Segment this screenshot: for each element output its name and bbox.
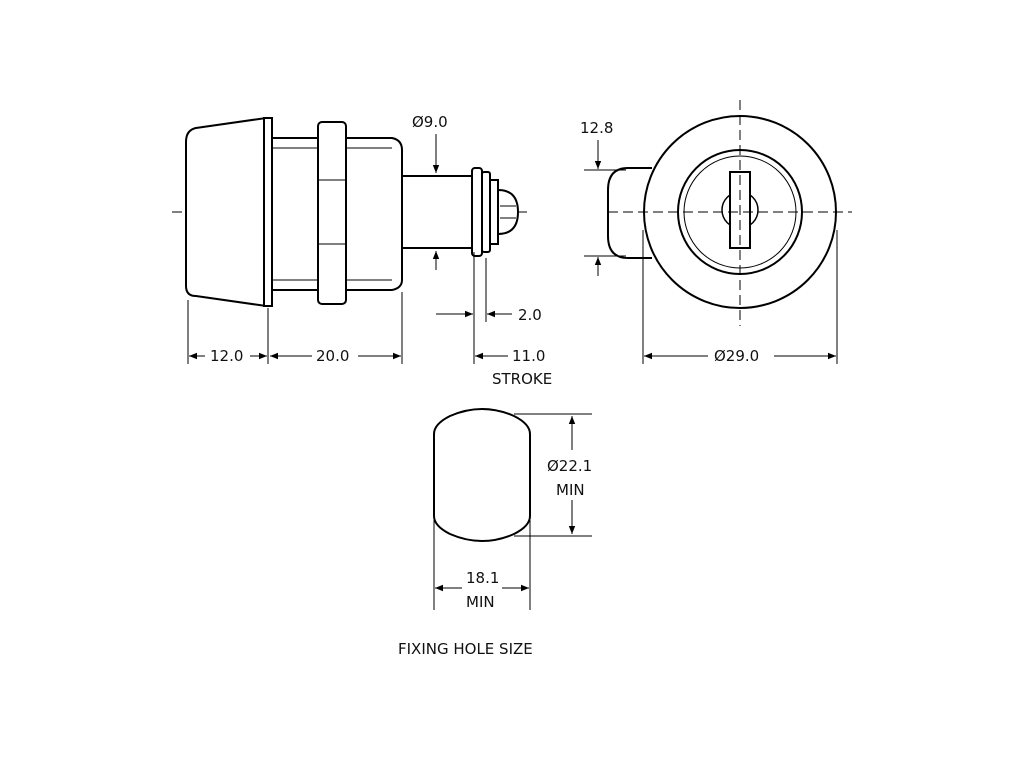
key-height-label: 12.8 bbox=[580, 119, 613, 137]
tip-length-label: 2.0 bbox=[518, 306, 542, 324]
side-cap bbox=[185, 116, 267, 308]
fixing-hole-outline bbox=[433, 408, 531, 542]
fixing-hole-view: Ø22.1 MIN 18.1 MIN FIXING HOLE SIZE bbox=[398, 408, 592, 658]
front-view: 12.8 Ø29.0 bbox=[580, 100, 852, 365]
side-tip bbox=[497, 188, 520, 236]
hole-height-note: MIN bbox=[556, 481, 585, 499]
body-length-label: 20.0 bbox=[316, 347, 349, 365]
stroke-label: STROKE bbox=[492, 370, 552, 388]
side-nut bbox=[317, 121, 347, 305]
front-cam bbox=[607, 167, 652, 259]
hole-height-label: Ø22.1 bbox=[547, 457, 592, 475]
side-collar-1 bbox=[471, 167, 483, 257]
side-cap-flange bbox=[263, 117, 273, 307]
fixing-hole-caption: FIXING HOLE SIZE bbox=[398, 640, 533, 658]
side-plunger bbox=[401, 175, 475, 249]
side-collar-3 bbox=[489, 179, 499, 245]
stroke-length-label: 11.0 bbox=[512, 347, 545, 365]
bore-dia-label: Ø9.0 bbox=[412, 113, 448, 131]
cap-length-label: 12.0 bbox=[210, 347, 243, 365]
side-collar-2 bbox=[481, 171, 491, 253]
side-view: Ø9.0 12.0 20.0 2.0 11.0 STROKE bbox=[172, 113, 552, 388]
face-dia-label: Ø29.0 bbox=[714, 347, 759, 365]
hole-width-label: 18.1 bbox=[466, 569, 499, 587]
hole-width-note: MIN bbox=[466, 593, 495, 611]
